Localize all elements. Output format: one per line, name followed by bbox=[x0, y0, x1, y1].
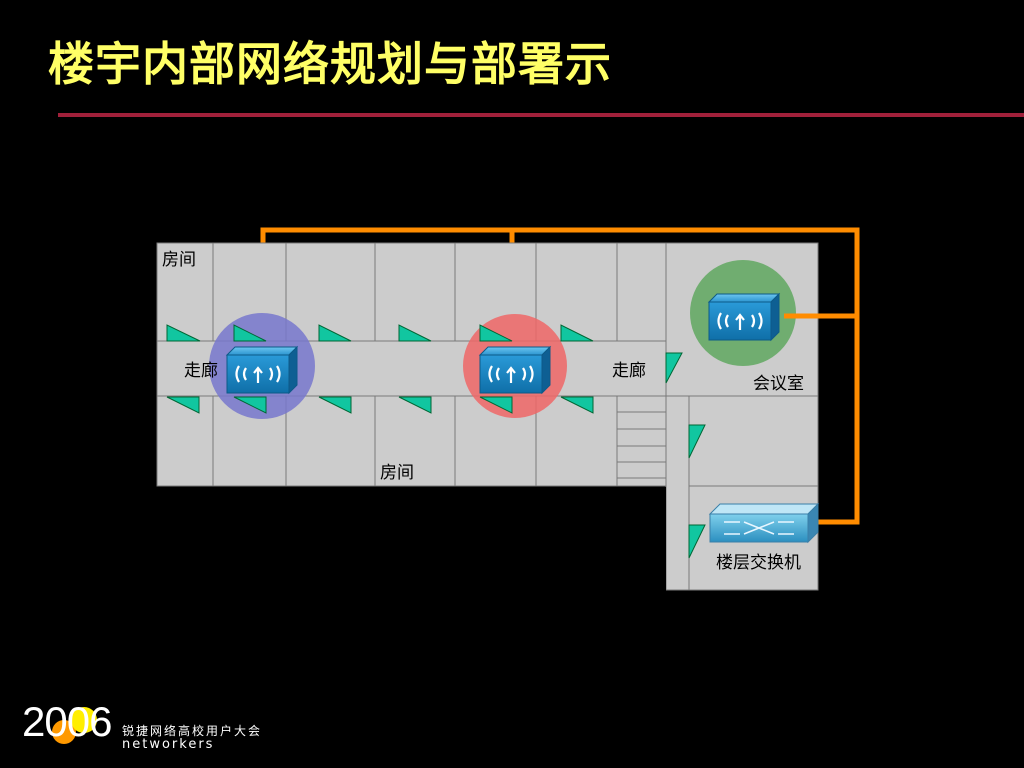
corridor-left-label: 走廊 bbox=[184, 361, 218, 381]
title-divider bbox=[58, 113, 1024, 117]
floor-switch-label: 楼层交换机 bbox=[716, 553, 801, 573]
access-point-icon bbox=[707, 292, 781, 342]
outlet-markers bbox=[166, 324, 706, 559]
page-title: 楼宇内部网络规划与部署示 bbox=[48, 37, 612, 91]
meeting-room-label: 会议室 bbox=[753, 374, 804, 394]
logo-brand: networkers bbox=[122, 737, 215, 752]
corridor-right-label: 走廊 bbox=[612, 361, 646, 381]
logo-year: 2006 bbox=[22, 698, 112, 745]
room-bottom-label: 房间 bbox=[380, 463, 414, 483]
access-point-icon bbox=[478, 345, 552, 395]
event-logo: 2006 锐捷网络高校用户大会 networkers bbox=[22, 698, 322, 758]
logo-mark bbox=[52, 707, 97, 744]
cutout bbox=[618, 487, 666, 591]
staircase bbox=[617, 411, 666, 479]
floor-switch-device bbox=[708, 502, 820, 544]
room-top-label: 房间 bbox=[162, 250, 196, 270]
logo-org-name: 锐捷网络高校用户大会 bbox=[122, 724, 263, 738]
access-point-icon bbox=[225, 345, 299, 395]
